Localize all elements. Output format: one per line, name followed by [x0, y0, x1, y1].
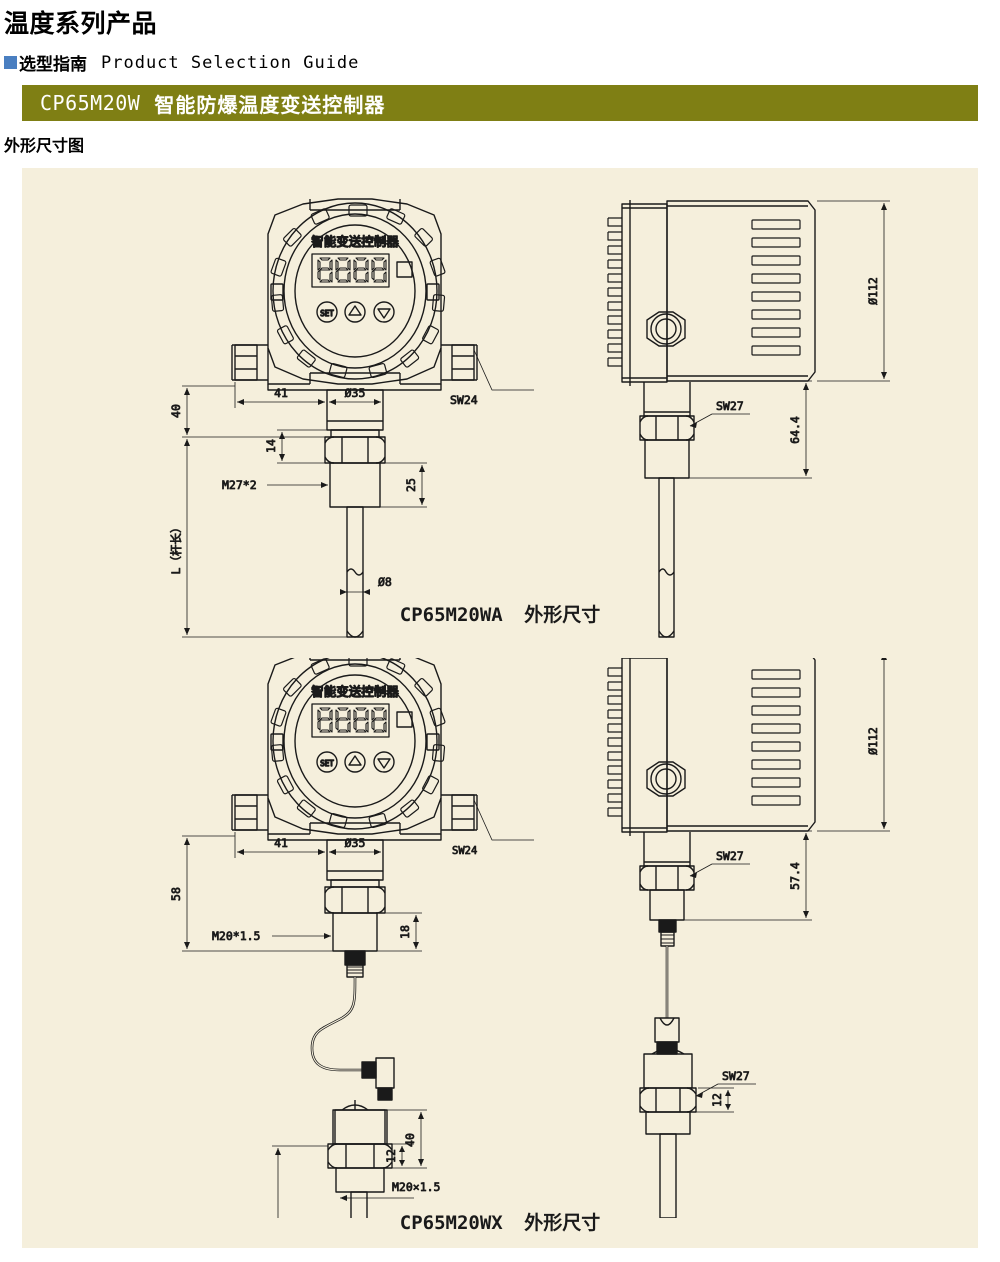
- front-dimensions-cp65m20wa: 41 Ø35 SW24 40: [169, 349, 534, 638]
- caption-model-1: CP65M20WA: [399, 604, 503, 626]
- device-face-label: 智能变送控制器: [311, 234, 399, 249]
- svg-text:40: 40: [403, 1133, 417, 1147]
- side-view-cp65m20wx: [607, 658, 816, 1218]
- svg-text:41: 41: [274, 836, 288, 850]
- caption-cp65m20wx: CP65M20WX 外形尺寸: [22, 1208, 978, 1235]
- product-name-cn: 智能防爆温度变送控制器: [154, 94, 386, 117]
- drawing-cp65m20wx: 智能变送控制器: [169, 658, 890, 1218]
- svg-text:SW24: SW24: [452, 845, 477, 857]
- svg-text:SW27: SW27: [716, 849, 744, 863]
- front-dimensions-cp65m20wx: 41 Ø35 SW24 58 M20*1.5: [169, 799, 534, 1218]
- svg-text:SW27: SW27: [722, 1069, 750, 1083]
- side-dimensions-cp65m20wa: Ø112 SW27 64.4: [689, 200, 890, 479]
- svg-text:Ø112: Ø112: [866, 727, 880, 755]
- svg-text:SW27: SW27: [716, 399, 744, 413]
- svg-text:Ø35: Ø35: [345, 836, 366, 850]
- product-title-band: CP65M20W 智能防爆温度变送控制器: [22, 85, 978, 121]
- svg-text:18: 18: [398, 925, 412, 939]
- svg-text:Ø35: Ø35: [345, 386, 366, 400]
- svg-text:L（杆长）: L（杆长）: [169, 522, 183, 575]
- front-view-cp65m20wx: 智能变送控制器: [231, 658, 478, 1218]
- svg-text:Ø8: Ø8: [378, 575, 392, 589]
- svg-text:12: 12: [710, 1093, 724, 1107]
- blue-square-bullet-icon: [4, 56, 17, 69]
- svg-text:Ø112: Ø112: [866, 277, 880, 305]
- svg-text:57.4: 57.4: [788, 862, 802, 890]
- drawing-cp65m20wa: 智能变送控制器: [169, 198, 890, 638]
- svg-text:M20*1.5: M20*1.5: [212, 929, 260, 943]
- svg-text:58: 58: [169, 887, 183, 901]
- caption-text-1: 外形尺寸: [524, 605, 601, 626]
- section-title-dimension-drawing: 外形尺寸图: [4, 138, 85, 155]
- device-face-label-2: 智能变送控制器: [311, 684, 399, 699]
- svg-text:M20×1.5: M20×1.5: [392, 1180, 440, 1194]
- set-button-label-2: SET: [320, 759, 334, 768]
- svg-text:SW24: SW24: [450, 393, 478, 407]
- front-view-cp65m20wa: 智能变送控制器: [231, 198, 478, 638]
- caption-text-2: 外形尺寸: [524, 1213, 601, 1234]
- selection-guide-label-en: Product Selection Guide: [101, 52, 360, 73]
- svg-text:64.4: 64.4: [788, 416, 802, 444]
- side-view-cp65m20wa: [607, 200, 816, 638]
- caption-model-2: CP65M20WX: [399, 1212, 503, 1234]
- selection-guide-heading: 选型指南 Product Selection Guide: [4, 50, 359, 75]
- svg-text:M27*2: M27*2: [222, 478, 257, 492]
- product-model-code: CP65M20W: [40, 91, 141, 115]
- page-title: 温度系列产品: [4, 10, 158, 38]
- svg-text:L（杆长）: L（杆长）: [260, 1213, 274, 1218]
- side-dimensions-cp65m20wx: Ø112 SW27 57.4 SW27 12: [684, 658, 890, 1113]
- selection-guide-label-cn: 选型指南: [19, 55, 87, 74]
- svg-text:41: 41: [274, 386, 288, 400]
- svg-text:12: 12: [384, 1149, 398, 1163]
- svg-text:40: 40: [169, 404, 183, 418]
- front-buttons: SET: [316, 301, 395, 323]
- set-button-label: SET: [320, 309, 334, 318]
- front-buttons-2: SET: [316, 751, 395, 773]
- svg-text:14: 14: [264, 439, 278, 453]
- caption-cp65m20wa: CP65M20WA 外形尺寸: [22, 600, 978, 627]
- svg-text:25: 25: [404, 478, 418, 492]
- dimension-drawing-panel: 智能变送控制器: [22, 168, 978, 1248]
